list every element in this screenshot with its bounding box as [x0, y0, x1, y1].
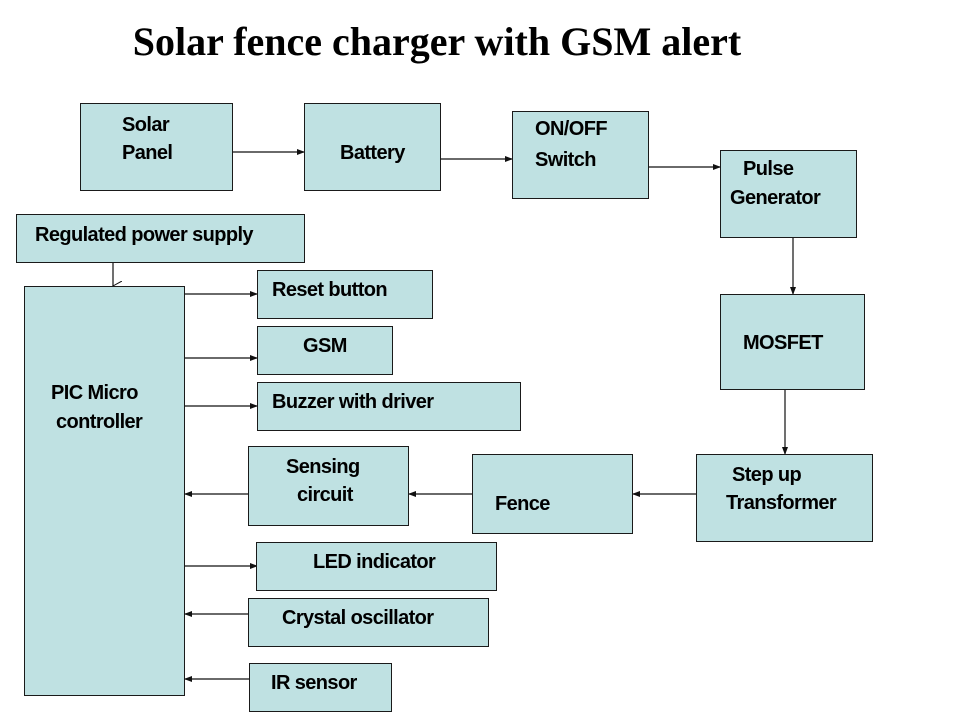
block-label: Step up [732, 464, 802, 486]
block-label: Sensing [286, 456, 360, 478]
block-label: Solar [122, 114, 170, 136]
block-label: Fence [495, 493, 550, 515]
block-mosfet: MOSFET [720, 294, 865, 390]
block-ir-sensor: IR sensor [249, 663, 392, 712]
block-label: circuit [297, 484, 353, 506]
block-label: Battery [340, 142, 405, 164]
block-label: GSM [303, 335, 347, 357]
block-label: ON/OFF [535, 118, 608, 140]
block-battery: Battery [304, 103, 441, 191]
block-label: Pulse [743, 158, 794, 180]
block-led-indicator: LED indicator [256, 542, 497, 591]
block-label: LED indicator [313, 551, 436, 573]
block-crystal-oscillator: Crystal oscillator [248, 598, 489, 647]
block-regulated-power-supply: Regulated power supply [16, 214, 305, 263]
block-reset-button: Reset button [257, 270, 433, 319]
block-step-up-transformer: Step up Transformer [696, 454, 873, 542]
block-label: MOSFET [743, 332, 823, 354]
block-sensing-circuit: Sensing circuit [248, 446, 409, 526]
block-label: Switch [535, 149, 596, 171]
block-label: PIC Micro [51, 382, 138, 404]
block-solar-panel: Solar Panel [80, 103, 233, 191]
block-label: Buzzer with driver [272, 391, 434, 413]
block-label: Reset button [272, 279, 388, 301]
block-fence: Fence [472, 454, 633, 534]
block-pulse-generator: Pulse Generator [720, 150, 857, 238]
block-label: Generator [730, 187, 821, 209]
block-label: Crystal oscillator [282, 607, 434, 629]
block-gsm: GSM [257, 326, 393, 375]
block-label: Panel [122, 142, 173, 164]
block-label: controller [56, 411, 143, 433]
block-pic-microcontroller: PIC Micro controller [24, 286, 185, 696]
block-buzzer-with-driver: Buzzer with driver [257, 382, 521, 431]
block-label: IR sensor [271, 672, 357, 694]
block-label: Regulated power supply [35, 224, 254, 246]
block-on-off-switch: ON/OFF Switch [512, 111, 649, 199]
block-label: Transformer [726, 492, 837, 514]
diagram-title: Solar fence charger with GSM alert [132, 19, 742, 64]
